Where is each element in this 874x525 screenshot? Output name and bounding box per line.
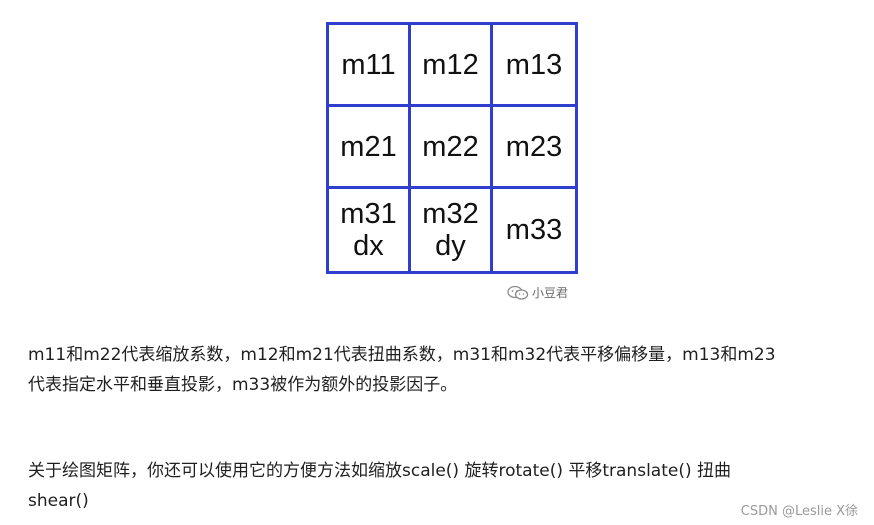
matrix-cell-m13: m13 (493, 25, 575, 107)
wechat-icon (507, 285, 529, 300)
matrix-grid: m11 m12 m13 m21 m22 m23 m31 dx m32 dy m3… (326, 22, 578, 274)
matrix-figure: m11 m12 m13 m21 m22 m23 m31 dx m32 dy m3… (326, 22, 578, 274)
cell-label: m11 (341, 48, 396, 81)
cell-label: m33 (505, 214, 563, 246)
paragraph-matrix-description: m11和m22代表缩放系数，m12和m21代表扭曲系数，m31和m32代表平移偏… (28, 340, 776, 400)
cell-label: m21 (340, 130, 397, 163)
paragraph-line: 关于绘图矩阵，你还可以使用它的方便方法如缩放scale() 旋转rotate()… (28, 461, 732, 481)
paragraph-line: m11和m22代表缩放系数，m12和m21代表扭曲系数，m31和m32代表平移偏… (28, 345, 776, 365)
matrix-cell-m12: m12 (411, 25, 493, 107)
matrix-cell-m22: m22 (411, 107, 493, 189)
csdn-credit-watermark: CSDN @Leslie X徐 (740, 504, 858, 519)
matrix-cell-m21: m21 (329, 107, 411, 189)
paragraph-line: shear() (28, 491, 89, 511)
matrix-cell-m23: m23 (493, 107, 575, 189)
matrix-cell-m32: m32 dy (411, 189, 493, 271)
cell-label: m13 (505, 48, 563, 81)
cell-label: m31 (340, 198, 397, 230)
cell-label: m32 (422, 198, 479, 230)
matrix-cell-m11: m11 (329, 25, 411, 107)
cell-sublabel: dy (435, 230, 466, 262)
paragraph-line: 代表指定水平和垂直投影，m33被作为额外的投影因子。 (28, 375, 458, 395)
figure-watermark-text: 小豆君 (532, 286, 569, 300)
cell-label: m22 (422, 130, 479, 163)
paragraph-convenience-methods: 关于绘图矩阵，你还可以使用它的方便方法如缩放scale() 旋转rotate()… (28, 456, 731, 516)
matrix-cell-m31: m31 dx (329, 189, 411, 271)
matrix-cell-m33: m33 (493, 189, 575, 271)
cell-label: m23 (505, 130, 563, 163)
cell-sublabel: dx (353, 230, 384, 262)
cell-label: m12 (422, 48, 479, 81)
figure-watermark: 小豆君 (507, 284, 568, 301)
